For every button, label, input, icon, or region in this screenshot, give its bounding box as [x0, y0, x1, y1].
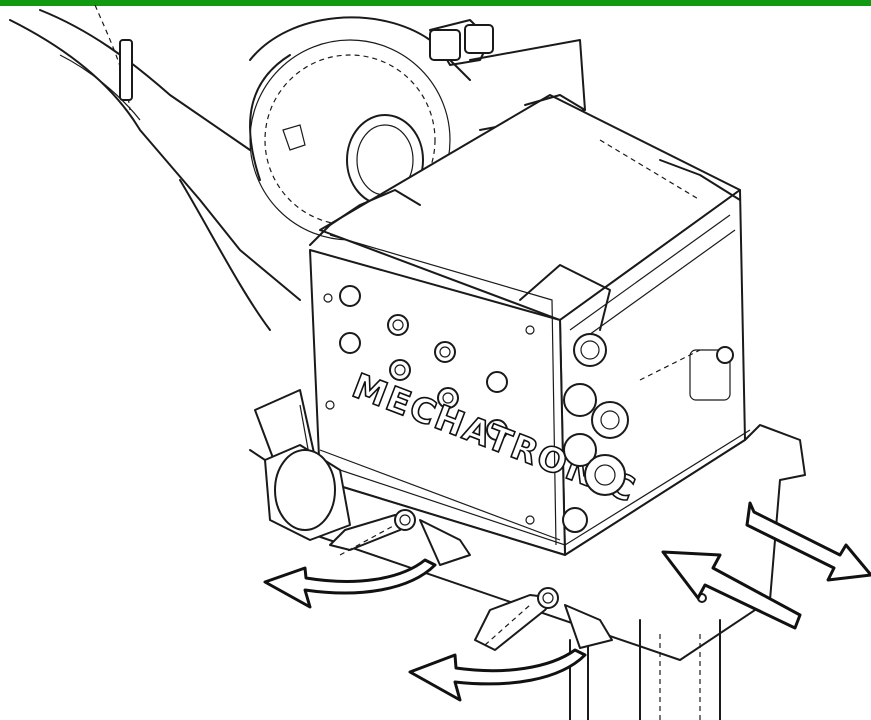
top-accent-bar — [0, 0, 871, 6]
pipe-arm — [9, 4, 301, 331]
rotate-arrow-icon — [263, 558, 437, 609]
rotate-arrow-icon — [408, 648, 587, 702]
clamp-lever-2[interactable] — [474, 587, 613, 651]
clamp-lever-1[interactable] — [329, 509, 471, 566]
slide-arrow-icon — [745, 501, 871, 582]
actuator-box: MECHATRONIC — [309, 94, 746, 556]
slide-arrow-icon — [661, 550, 802, 630]
mounting-plate — [249, 389, 806, 720]
